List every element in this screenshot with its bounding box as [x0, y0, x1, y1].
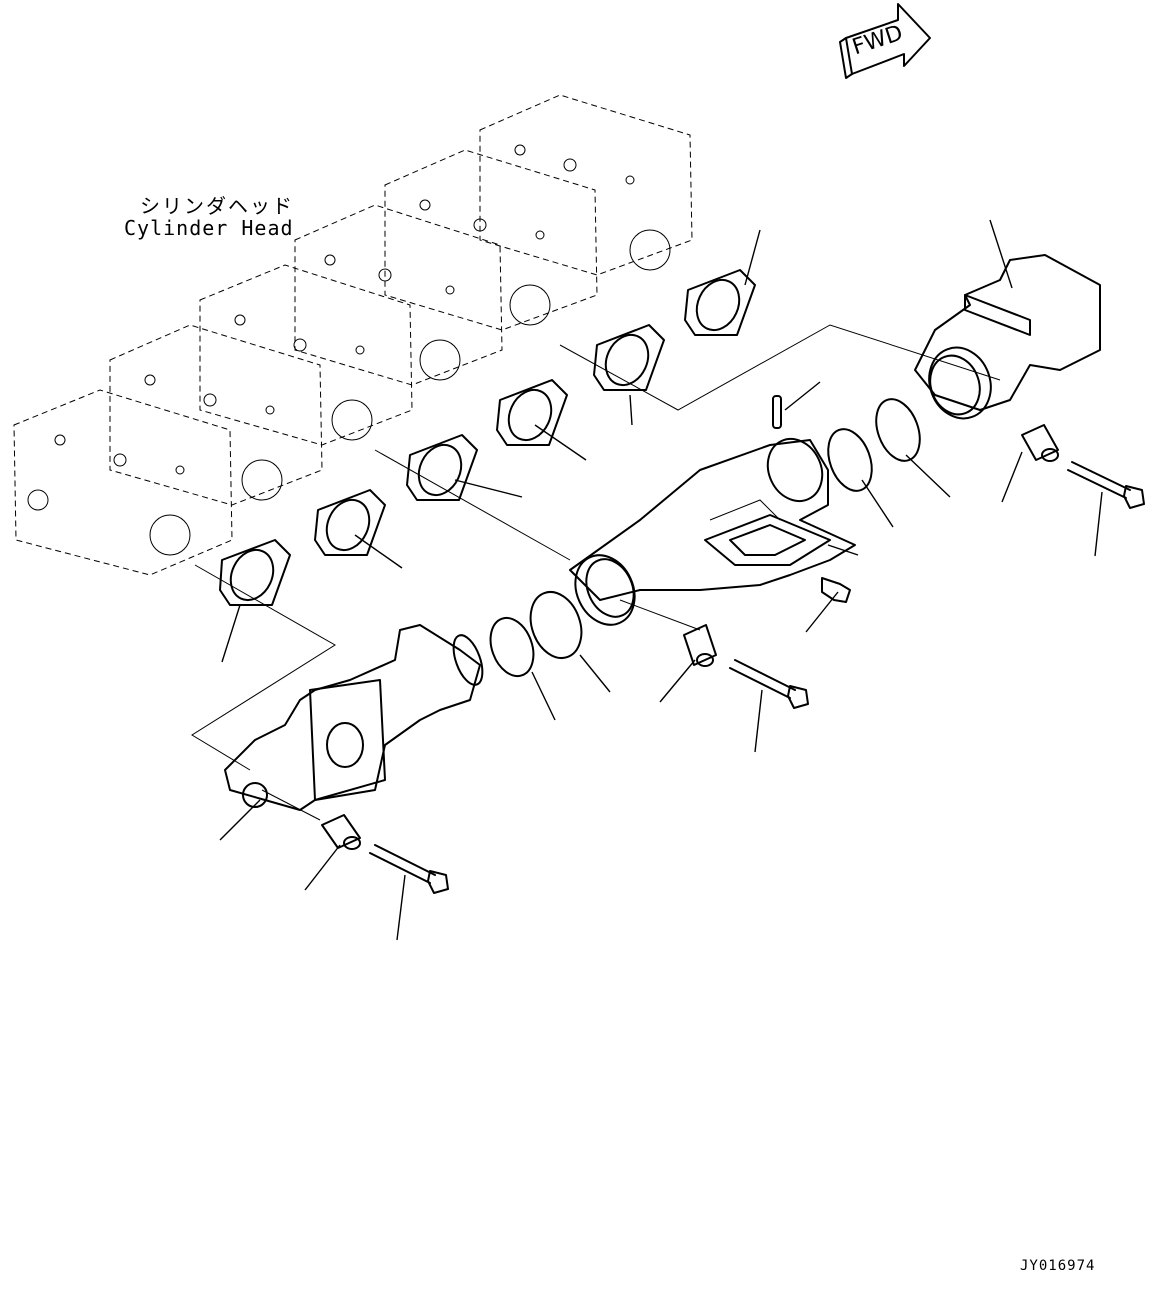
bolts — [369, 461, 1145, 894]
gasket-6 — [684, 269, 756, 336]
plug — [821, 577, 851, 603]
cylinder-head-row — [13, 94, 693, 576]
drawing-id: JY016974 — [1020, 1258, 1096, 1274]
assembly-lines — [191, 324, 1001, 821]
cylinder-head-4 — [294, 204, 503, 386]
gasket-set — [219, 269, 756, 606]
front-exhaust-manifold — [224, 624, 484, 811]
gasket-5 — [593, 324, 665, 391]
cylinder-head-5 — [384, 149, 598, 331]
cylinder-head-6 — [479, 94, 693, 276]
stud — [772, 395, 782, 429]
seal-rings — [489, 398, 921, 678]
cylinder-head-3 — [199, 264, 413, 446]
fwd-arrow-icon — [839, 3, 931, 79]
cylinder-head-2 — [109, 324, 323, 506]
cylinder-head-label-jp: シリンダヘッド — [140, 194, 294, 218]
rear-exhaust-manifold — [914, 254, 1101, 420]
gasket-4 — [496, 379, 568, 446]
gasket-1 — [219, 539, 291, 606]
spacers — [321, 424, 1059, 850]
cylinder-head-1 — [13, 389, 233, 576]
center-exhaust-manifold — [569, 437, 856, 626]
gasket-2 — [314, 489, 386, 556]
cylinder-head-label-en: Cylinder Head — [124, 216, 294, 240]
gasket-3 — [406, 434, 478, 501]
leader-lines — [219, 219, 1103, 941]
